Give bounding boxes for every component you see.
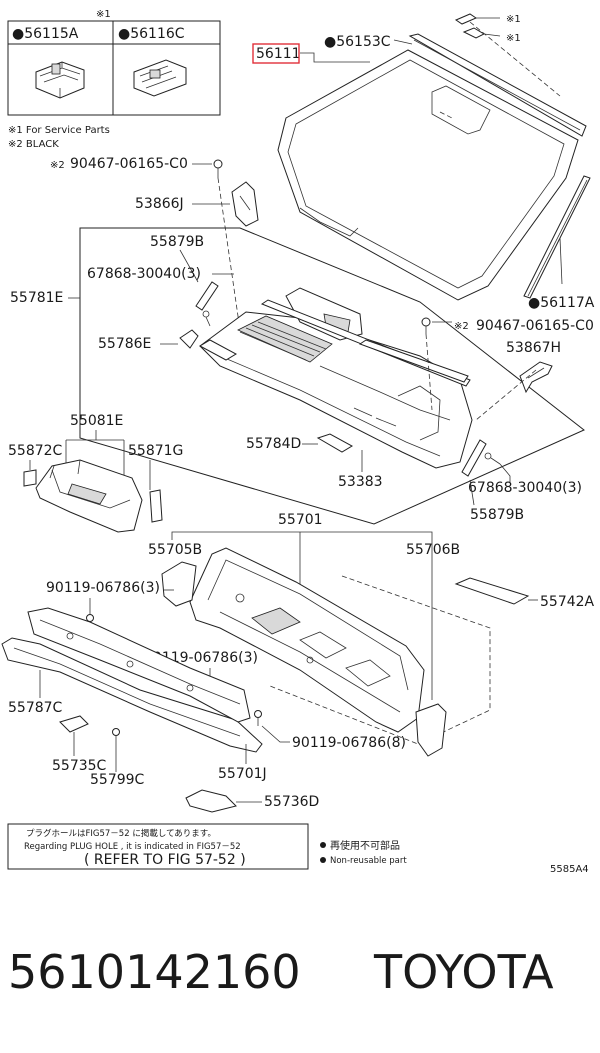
strip-55879B-top bbox=[195, 281, 219, 311]
clip-56116C-drawing bbox=[133, 59, 187, 97]
bracket-53867H bbox=[519, 361, 553, 394]
screw-right bbox=[421, 317, 431, 334]
footer-brand: TOYOTA bbox=[373, 945, 554, 999]
service-parts-box: ※1 ●56115A ●56116C bbox=[7, 9, 221, 116]
clip-55735C bbox=[59, 715, 89, 733]
part-55701J[interactable]: 55701J bbox=[218, 766, 267, 782]
part-56116C[interactable]: ●56116C bbox=[118, 26, 185, 42]
part-56111-highlight bbox=[252, 43, 300, 64]
reference-note-ja: プラグホールはFIG57－52 に掲載してあります。 bbox=[26, 828, 216, 839]
cowl-seal-strip bbox=[260, 299, 471, 387]
part-56111[interactable]: 56111 bbox=[256, 46, 301, 62]
bracket-53866J bbox=[231, 181, 259, 227]
non-reusable-dot-icon bbox=[320, 842, 326, 848]
part-55879B-top[interactable]: 55879B bbox=[150, 234, 204, 250]
part-67868-30040-left[interactable]: 67868-30040(3) bbox=[87, 266, 201, 282]
part-53867H[interactable]: 53867H bbox=[506, 340, 561, 356]
part-56153C[interactable]: ●56153C bbox=[324, 34, 391, 50]
note-black: ※2 BLACK bbox=[8, 139, 59, 150]
note-mark-black-right: ※2 bbox=[454, 321, 469, 332]
reference-note-en: Regarding PLUG HOLE , it is indicated in… bbox=[24, 842, 241, 852]
clips-67868-top bbox=[202, 310, 211, 327]
part-55701[interactable]: 55701 bbox=[278, 512, 323, 528]
clips-67868-right bbox=[484, 452, 501, 465]
reference-box: プラグホールはFIG57－52 に掲載してあります。 Regarding PLU… bbox=[7, 823, 309, 870]
part-90467-06165-C0-left[interactable]: 90467-06165-C0 bbox=[70, 156, 188, 172]
service-box-frame bbox=[7, 20, 221, 116]
part-55872C[interactable]: 55872C bbox=[8, 443, 63, 459]
bracket-55736D bbox=[185, 789, 237, 813]
part-55735C[interactable]: 55735C bbox=[52, 758, 107, 774]
non-reusable-dot-icon bbox=[320, 857, 326, 863]
part-55784D[interactable]: 55784D bbox=[246, 436, 301, 452]
lower-cowl-55787C bbox=[1, 607, 263, 753]
legend: 再使用不可部品 Non-reusable part bbox=[320, 839, 407, 866]
part-90119-06786-c[interactable]: 90119-06786(8) bbox=[292, 735, 406, 751]
seal-55784D bbox=[316, 433, 354, 453]
part-67868-30040-right[interactable]: 67868-30040(3) bbox=[468, 480, 582, 496]
part-55706B[interactable]: 55706B bbox=[406, 542, 460, 558]
part-55742A[interactable]: 55742A bbox=[540, 594, 595, 610]
note-mark-top-2: ※1 bbox=[506, 33, 521, 44]
part-56117A[interactable]: ●56117A bbox=[528, 295, 595, 311]
reference-fig-link[interactable]: ( REFER TO FIG 57-52 ) bbox=[84, 852, 246, 868]
windshield-moulding bbox=[408, 33, 587, 137]
legend-en: Non-reusable part bbox=[330, 856, 407, 866]
part-90467-06165-C0-right[interactable]: 90467-06165-C0 bbox=[476, 318, 594, 334]
side-moulding-56117A bbox=[523, 175, 591, 299]
part-55879B-bottom[interactable]: 55879B bbox=[470, 507, 524, 523]
service-note-mark: ※1 bbox=[96, 9, 111, 20]
note-service-parts: ※1 For Service Parts bbox=[8, 125, 110, 136]
top-clips bbox=[454, 13, 561, 97]
cowl-louver-panel bbox=[198, 287, 473, 469]
part-55787C[interactable]: 55787C bbox=[8, 700, 63, 716]
clip-56115A-drawing bbox=[35, 61, 85, 99]
part-55736D[interactable]: 55736D bbox=[264, 794, 319, 810]
part-56115A[interactable]: ●56115A bbox=[12, 26, 79, 42]
part-55081E[interactable]: 55081E bbox=[70, 413, 123, 429]
seal-55871G bbox=[149, 489, 163, 523]
part-55871G[interactable]: 55871G bbox=[128, 443, 183, 459]
part-55799C[interactable]: 55799C bbox=[90, 772, 145, 788]
part-53866J[interactable]: 53866J bbox=[135, 196, 184, 212]
part-53383[interactable]: 53383 bbox=[338, 474, 383, 490]
strip-55879B-right bbox=[461, 439, 487, 477]
seal-55872C bbox=[23, 469, 37, 487]
part-55705B[interactable]: 55705B bbox=[148, 542, 202, 558]
clip-55786E bbox=[179, 329, 199, 349]
figure-code: 5585A4 bbox=[550, 864, 589, 875]
note-mark-black-left: ※2 bbox=[50, 160, 65, 171]
windshield-glass bbox=[277, 49, 579, 301]
assembly-55081E bbox=[35, 459, 143, 533]
screw-left bbox=[213, 159, 223, 178]
pad-55742A bbox=[454, 577, 530, 605]
bracket-55705B bbox=[161, 561, 197, 607]
part-55781E[interactable]: 55781E bbox=[10, 290, 63, 306]
bracket-55706B bbox=[415, 703, 447, 757]
part-55786E[interactable]: 55786E bbox=[98, 336, 151, 352]
footer-part-number: 5610142160 bbox=[8, 945, 301, 999]
cowl-group-frame bbox=[79, 227, 585, 525]
bolt-90119-c bbox=[254, 710, 262, 726]
note-mark-top-1: ※1 bbox=[506, 14, 521, 25]
clip-55799C bbox=[112, 728, 120, 742]
part-90119-06786-a[interactable]: 90119-06786(3) bbox=[46, 580, 160, 596]
legend-ja: 再使用不可部品 bbox=[330, 839, 400, 852]
